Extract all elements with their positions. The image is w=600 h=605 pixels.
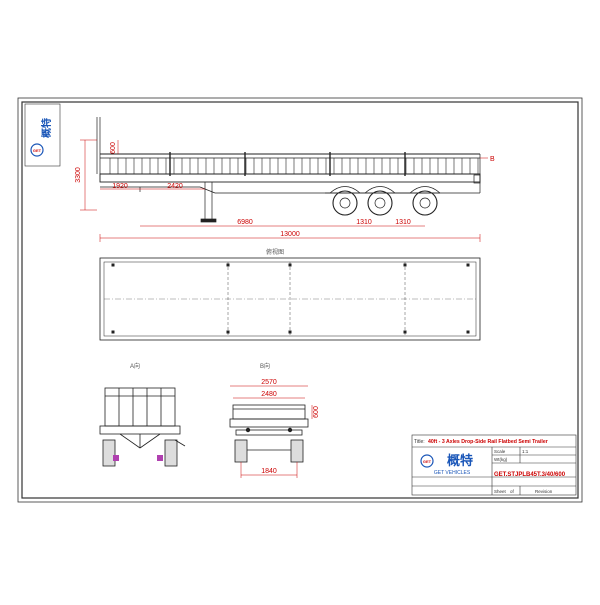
side-view-marker-b: B [490,156,495,163]
stake-pocket [288,330,292,334]
revision-label: Revision [535,489,553,494]
scale-value: 1:1 [522,449,529,454]
dim-overall-length: 13000 [280,231,300,238]
dim-rear-width-inner: 2480 [261,391,277,398]
dim-landing-leg: 2420 [167,183,183,190]
dim-height-total: 3300 [75,167,82,183]
title-block-logo-icon: GET [420,454,434,468]
dim-wheelbase: 6980 [237,219,253,226]
dim-kingpin-offset: 1920 [112,183,128,190]
rear-view-label: B向 [260,362,270,370]
wheel-2 [367,190,393,216]
brand-logo-icon [30,143,44,157]
drawing-inner-border [21,101,579,499]
drawing-title: 40ft - 3 Axles Drop-Side Rail Flatbed Se… [428,439,548,445]
stake-pocket [466,263,470,267]
company-cn: 概特 [447,453,473,468]
dim-axle-spacing-1: 1310 [356,219,372,226]
company-en: GET VEHICLES [434,470,471,476]
dim-axle-spacing-2: 1310 [395,219,411,226]
svg-text:GET: GET [423,459,432,464]
wheel-1 [332,190,358,216]
stake-pocket [403,263,407,267]
stake-pocket [226,330,230,334]
dim-rear-rail-height: 600 [313,406,320,418]
side-view-dimensions [80,139,488,242]
drawing-border [17,97,583,503]
stake-pocket [403,330,407,334]
model-number: GET.STJPLB45T.3/40/600 [494,472,566,478]
dim-rear-width-outer: 2570 [261,379,277,386]
title-block [411,434,577,496]
dim-rail-height: 600 [110,142,117,154]
front-view-label: A向 [130,362,140,370]
stake-pocket [111,263,115,267]
top-view-stake-pockets [111,263,470,334]
stake-pocket [288,263,292,267]
stake-pocket [466,330,470,334]
sheet-of: of [510,489,515,494]
front-view [99,387,186,467]
dim-rear-track: 1840 [261,468,277,475]
sheet-label: Sheet [494,489,507,494]
title-label: Title: [414,439,425,445]
rear-view [229,404,309,463]
scale-label: Scale [494,449,506,454]
side-brand-cn: 概特 [40,118,53,138]
side-brand-strip: GET 概特 [24,103,61,167]
weight-label: Wt(kg) [494,457,508,462]
stake-pocket [111,330,115,334]
top-view-label: 俯视图 [266,248,284,256]
stake-pocket [226,263,230,267]
svg-text:GET: GET [33,148,42,153]
rear-view-dimensions [230,385,313,478]
wheel-3 [412,190,438,216]
top-view [99,257,481,341]
side-view [96,117,481,223]
